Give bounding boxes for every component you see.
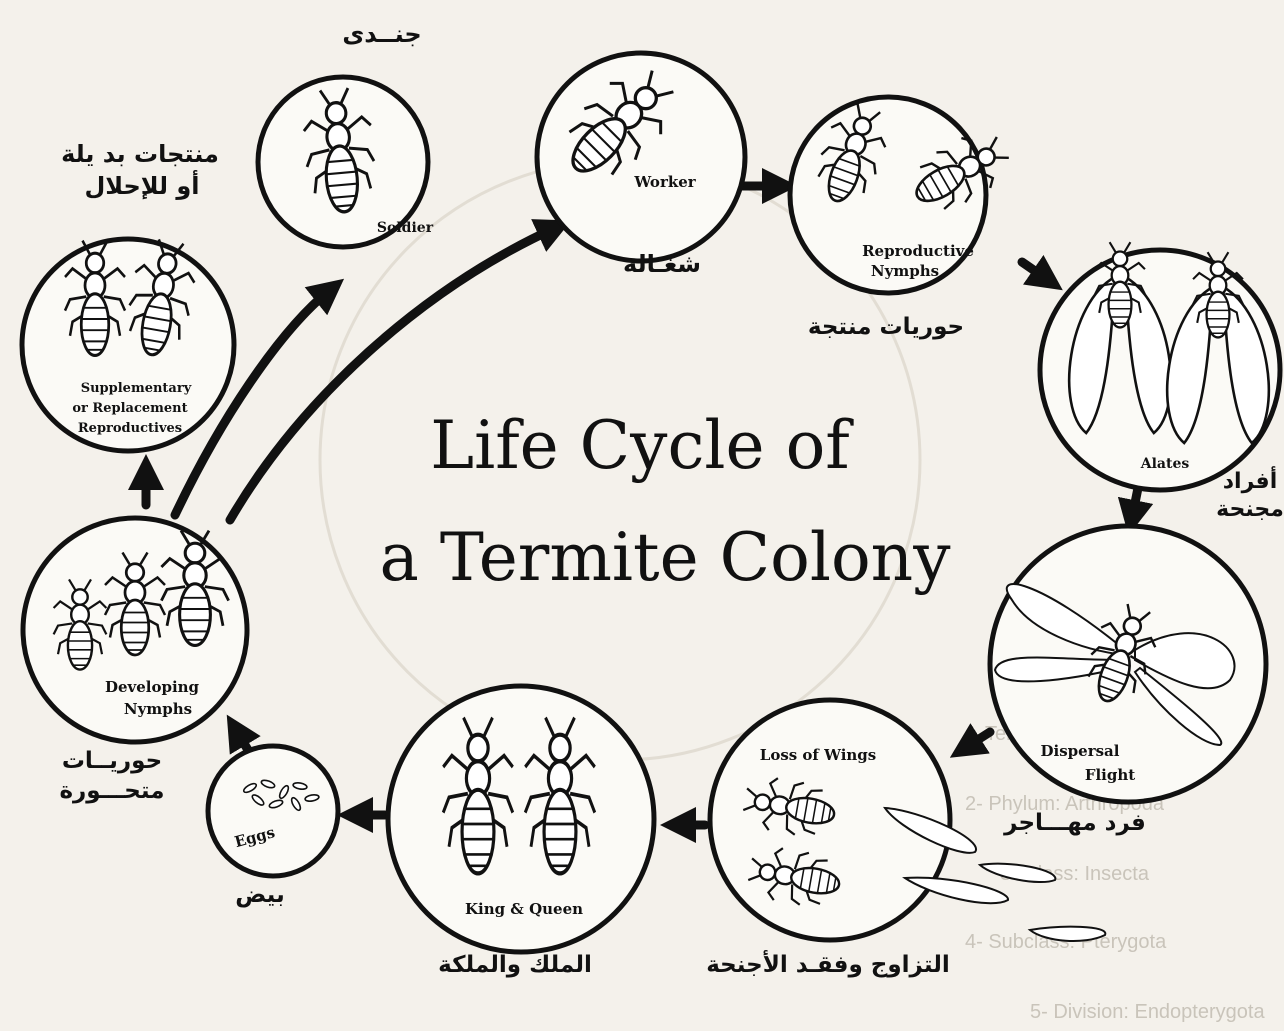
alates-label: Alates (1140, 456, 1190, 472)
stage-king-queen: King & Queen الملك والملكة (388, 686, 654, 978)
soldier-label: Soldier (377, 220, 434, 236)
supplementary-label-2: or Replacement (72, 401, 187, 416)
worker-label: Worker (633, 173, 696, 191)
dispersal-label-ar: فرد مهـــاجر (1003, 810, 1146, 836)
repro-label-1: Reproductive (862, 242, 974, 260)
stage-eggs: Eggs بيض (208, 746, 338, 908)
stage-reproductive-nymphs: Reproductive Nymphs حوريات منتجة (790, 97, 1017, 340)
king-queen-label-ar: الملك والملكة (438, 952, 592, 978)
developing-label-ar-2: متحـــورة (59, 778, 164, 804)
repro-label-ar: حوريات منتجة (808, 314, 964, 340)
alates-label-ar-2: مجنحة (1216, 497, 1284, 522)
arrow-eggs-to-developing (236, 730, 248, 750)
developing-label-2: Nymphs (124, 700, 192, 718)
arrow-alates-to-dispersal (1132, 488, 1138, 518)
king-queen-label: King & Queen (465, 900, 583, 918)
alates-label-ar-1: أفراد (1223, 465, 1277, 494)
supplementary-label-1: Supplementary (81, 381, 192, 396)
stage-dispersal-flight: Dispersal Flight فرد مهـــاجر (990, 526, 1266, 836)
supplementary-label-3: Reproductives (78, 421, 182, 436)
dispersal-label-2: Flight (1085, 766, 1135, 784)
stage-soldier: Soldier جنــدى (258, 20, 434, 247)
loss-label-ar: التزاوج وفقـد الأجنحة (706, 949, 950, 978)
soldier-label-ar: جنــدى (342, 20, 421, 48)
repro-label-2: Nymphs (871, 262, 939, 280)
stage-alates: Alates أفراد مجنحة (1040, 242, 1284, 522)
stage-supplementary-reproductives: Supplementary or Replacement Reproductiv… (22, 140, 234, 451)
eggs-label-ar: بيض (235, 882, 284, 908)
dispersal-label-1: Dispersal (1041, 742, 1120, 760)
developing-label-ar-1: حوريــات (62, 748, 162, 774)
title-line-1: Life Cycle of (430, 407, 854, 484)
cycle-arrows (146, 186, 1138, 825)
stage-developing-nymphs: Developing Nymphs حوريــات متحـــورة (23, 518, 247, 804)
loss-label: Loss of Wings (760, 746, 876, 764)
stage-worker: Worker شغـالة (537, 53, 745, 278)
developing-label-1: Developing (105, 678, 200, 696)
title-line-2: a Termite Colony (380, 519, 952, 596)
arrow-repro-to-alates (1022, 262, 1048, 280)
ghost-line-5: 5- Division: Endopterygota (1030, 1001, 1265, 1023)
supplementary-label-ar-2: أو للإحلال (84, 170, 199, 200)
supplementary-label-ar-1: منتجات بد يلة (61, 140, 219, 168)
worker-label-ar: شغـالة (623, 250, 701, 278)
